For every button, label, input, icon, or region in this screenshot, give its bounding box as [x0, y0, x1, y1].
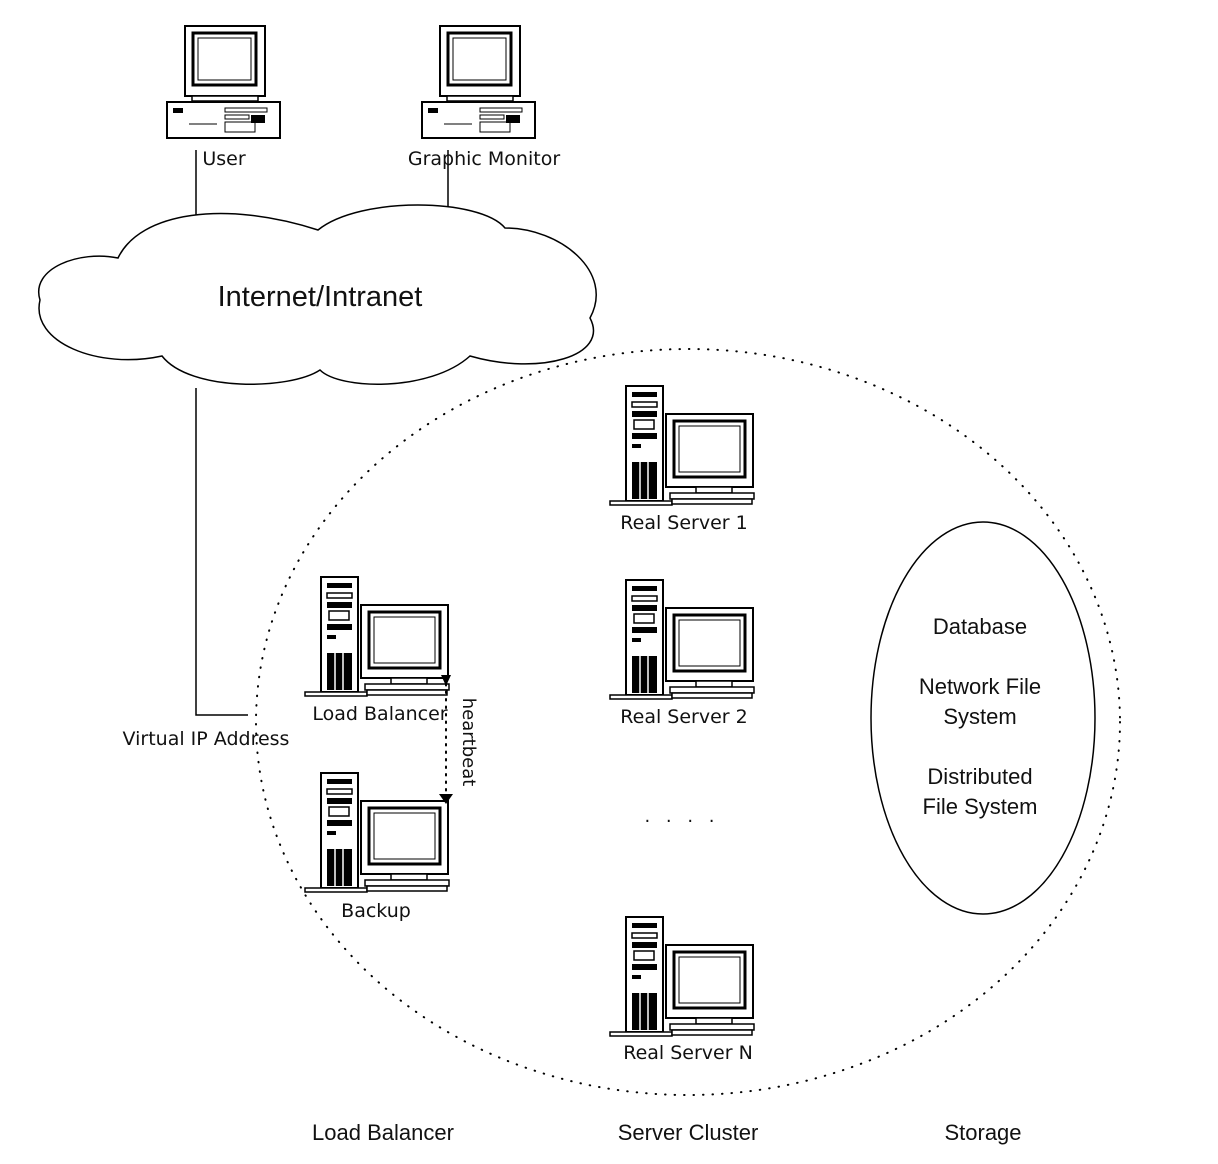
real-server-n-label: Real Server N [623, 1042, 753, 1064]
tier-storage-label: Storage [944, 1120, 1022, 1145]
load-balancer-server-icon [303, 575, 451, 698]
storage-dfs-line1: Distributed [927, 764, 1033, 789]
tier-server-cluster-label: Server Cluster [617, 1120, 759, 1145]
backup-server-icon [303, 771, 451, 894]
cloud-label: Internet/Intranet [217, 281, 423, 313]
real-server-1-label: Real Server 1 [620, 512, 748, 534]
tier-load-balancer-label: Load Balancer [312, 1120, 454, 1145]
real-server-n-icon [608, 915, 756, 1038]
heartbeat-arrow-top-icon [441, 675, 451, 686]
user-label: User [202, 148, 246, 170]
user-computer-icon [165, 24, 282, 140]
load-balancer-label: Load Balancer [312, 703, 448, 725]
real-server-1-icon [608, 384, 756, 507]
cluster-boundary [255, 348, 1121, 1096]
heartbeat-arrow-bottom-icon [439, 794, 453, 804]
internet-cloud [37, 204, 597, 385]
real-server-2-label: Real Server 2 [620, 706, 748, 728]
storage-oval [870, 521, 1096, 915]
storage-database: Database [932, 614, 1028, 639]
graphic-monitor-computer-icon [420, 24, 537, 140]
heartbeat-label: heartbeat [458, 697, 479, 787]
storage-nfs-line1: Network File [918, 674, 1042, 699]
graphic-monitor-label: Graphic Monitor [407, 148, 561, 170]
vip-link [195, 388, 248, 716]
storage-dfs-line2: File System [922, 794, 1038, 819]
real-server-2-icon [608, 578, 756, 701]
backup-label: Backup [341, 900, 411, 922]
storage-contents: Database Network File System Distributed… [880, 612, 1080, 822]
virtual-ip-label: Virtual IP Address [122, 728, 290, 750]
more-servers-ellipsis: . . . . [644, 806, 720, 827]
storage-nfs-line2: System [943, 704, 1017, 729]
